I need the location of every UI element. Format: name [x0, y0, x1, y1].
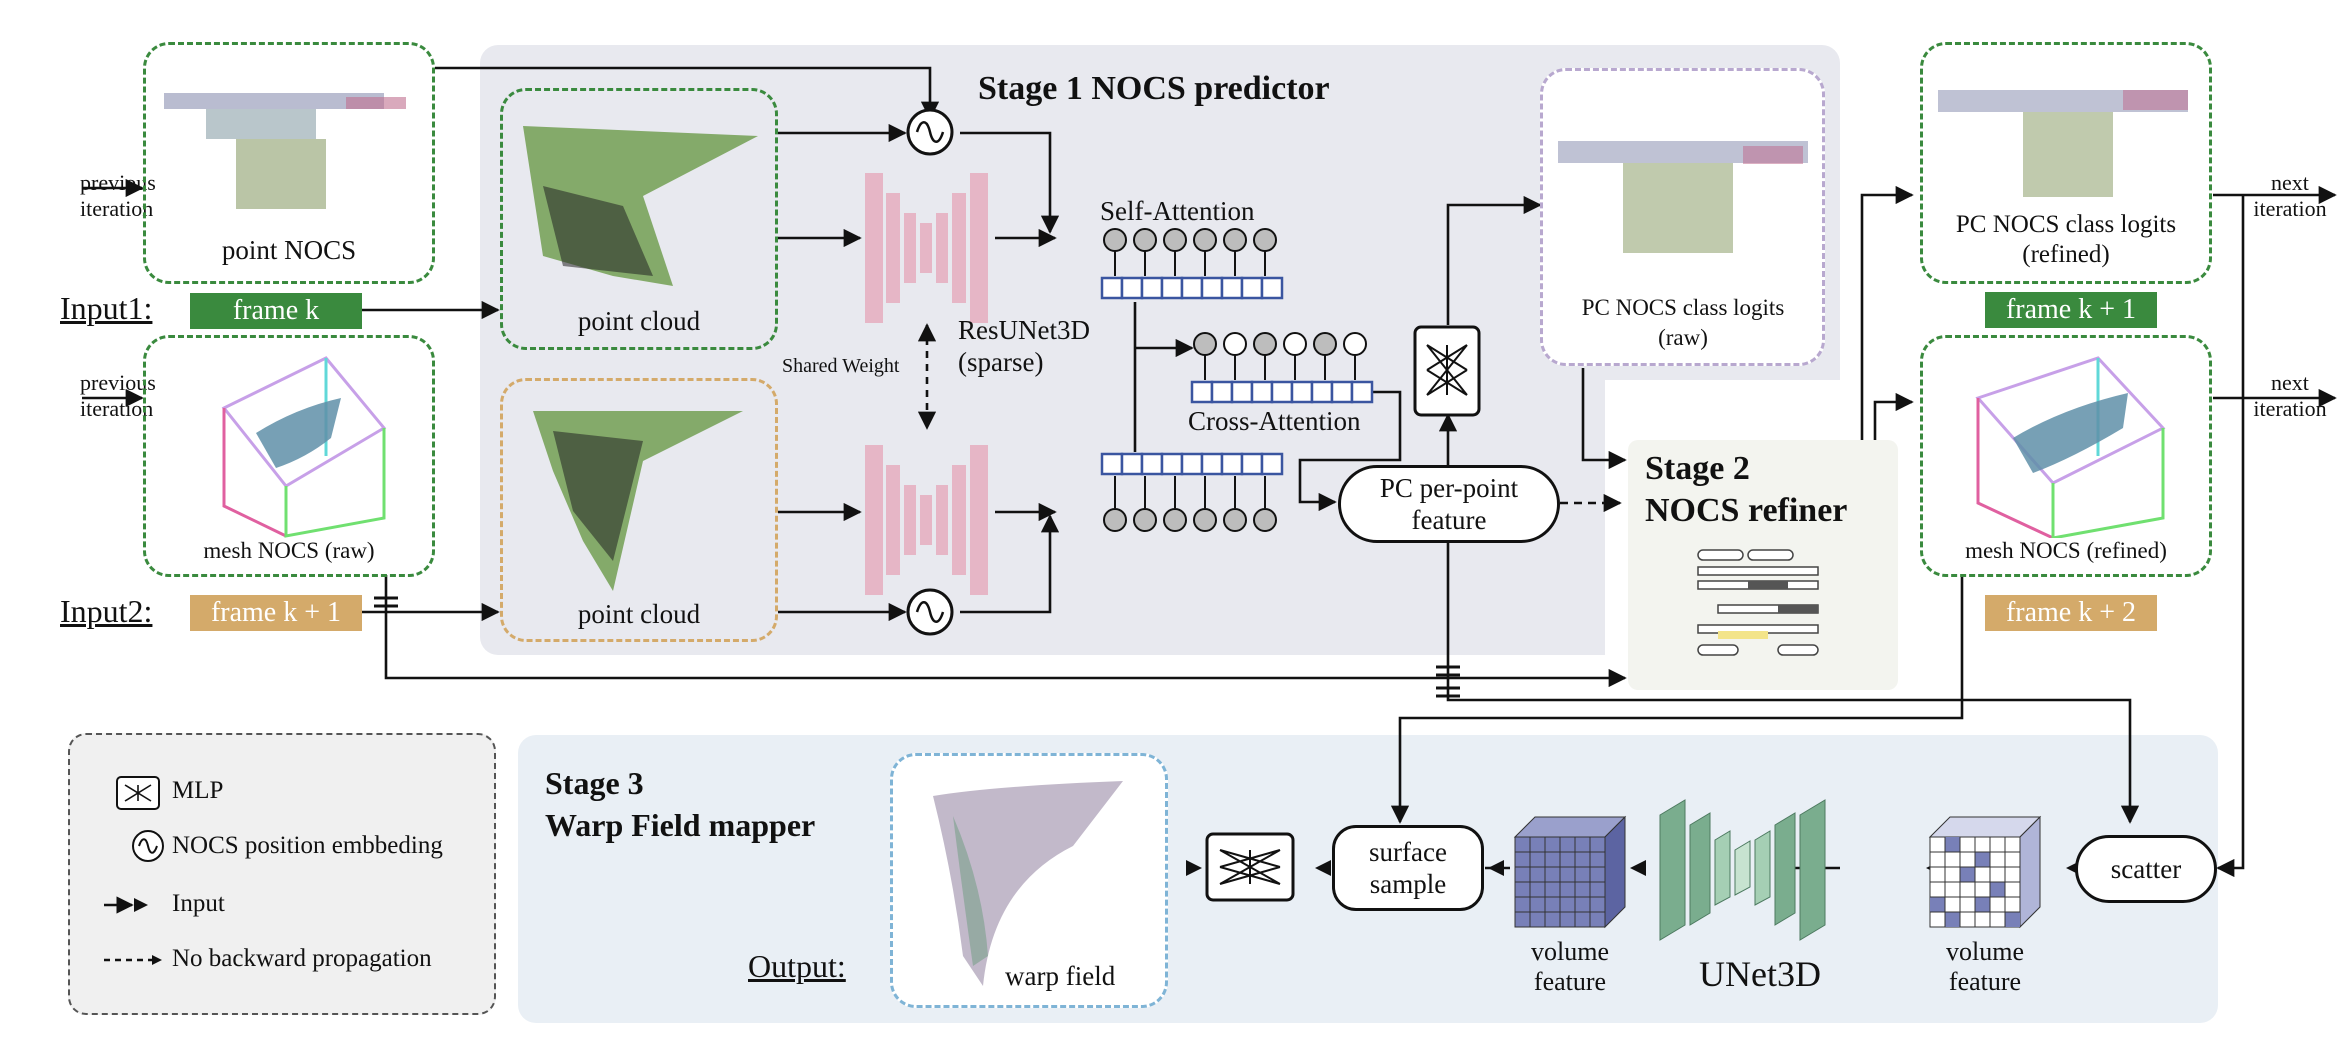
warp-field-box: warp field	[890, 753, 1168, 1008]
point-nocs-image	[164, 93, 406, 209]
point-nocs-label: point NOCS	[221, 235, 357, 265]
mesh-nocs-raw-image	[221, 356, 387, 538]
self-attention-label: Self-Attention	[1100, 196, 1255, 226]
pc-nocs-raw-box: PC NOCS class logits(raw)	[1540, 68, 1825, 366]
point-nocs-box: point NOCS	[143, 42, 435, 284]
position-embedding-icon-bottom	[906, 588, 954, 636]
position-embedding-icon-top	[906, 108, 954, 156]
legend-position-embedding-label: NOCS position embbeding	[172, 832, 443, 859]
mlp-icon-stage1	[1413, 325, 1481, 417]
mesh-nocs-refined-label: mesh NOCS (refined)	[1965, 538, 2167, 563]
unet3d-block	[1659, 799, 1826, 941]
input2-label: Input2:	[60, 593, 153, 629]
pc-nocs-refined-image	[1938, 90, 2188, 197]
resunet3d-top-block	[865, 173, 988, 323]
legend-input-label: Input	[172, 890, 225, 917]
scatter-box: scatter	[2075, 835, 2217, 903]
pc-nocs-raw-image	[1558, 141, 1808, 253]
point-cloud-top-image	[523, 126, 758, 286]
dashed-arrow-icon	[104, 955, 162, 965]
point-cloud-top-box: point cloud	[500, 88, 778, 350]
volume-feature-cube-left	[1513, 815, 1627, 929]
point-cloud-bottom-image	[533, 411, 743, 591]
warp-field-image	[933, 781, 1123, 986]
frame-k1-chip: frame k + 1	[1985, 292, 2157, 328]
input1-label: Input1:	[60, 290, 153, 326]
point-cloud-bottom-label: point cloud	[577, 599, 701, 629]
resunet3d-bottom-block	[865, 445, 988, 595]
point-cloud-bottom-box: point cloud	[500, 378, 778, 642]
mlp-icon	[116, 776, 160, 810]
self-attention-block	[1100, 228, 1284, 300]
pc-nocs-raw-label: PC NOCS class logits(raw)	[1581, 295, 1785, 350]
nocs-refiner-diagram	[1697, 549, 1819, 656]
output-label: Output:	[748, 948, 846, 984]
stage1-title: Stage 1 NOCS predictor	[978, 70, 1330, 107]
pc-nocs-refined-label: PC NOCS class logits(refined)	[1955, 211, 2177, 268]
bottom-token-row	[1100, 452, 1284, 532]
point-cloud-top-label: point cloud	[577, 306, 701, 336]
cross-attention-block	[1190, 332, 1374, 404]
pc-nocs-refined-box: PC NOCS class logits(refined)	[1920, 42, 2212, 284]
mesh-nocs-refined-box: mesh NOCS (refined)	[1920, 335, 2212, 577]
resunet3d-label: ResUNet3D(sparse)	[958, 315, 1090, 377]
input-arrow-icon	[104, 896, 148, 914]
frame-k2-chip: frame k + 2	[1985, 595, 2157, 631]
shared-weight-label: Shared Weight	[782, 355, 900, 377]
legend-no-backprop-label: No backward propagation	[172, 945, 432, 972]
cross-attention-label: Cross-Attention	[1188, 406, 1361, 436]
stage2-panel	[1628, 440, 1898, 690]
unet3d-label: UNet3D	[1699, 954, 1821, 994]
input1-frame-chip: frame k	[190, 293, 362, 329]
volume-feature-cube-right	[1928, 815, 2042, 929]
input2-frame-chip: frame k + 1	[190, 595, 362, 631]
legend-mlp-label: MLP	[172, 777, 224, 804]
warp-field-label: warp field	[1005, 961, 1116, 991]
mesh-nocs-raw-label: mesh NOCS (raw)	[203, 538, 375, 563]
position-embedding-icon	[132, 830, 164, 862]
mesh-nocs-refined-image	[1975, 356, 2166, 538]
mesh-nocs-raw-box: mesh NOCS (raw)	[143, 335, 435, 577]
mlp-icon-stage3	[1205, 832, 1295, 902]
